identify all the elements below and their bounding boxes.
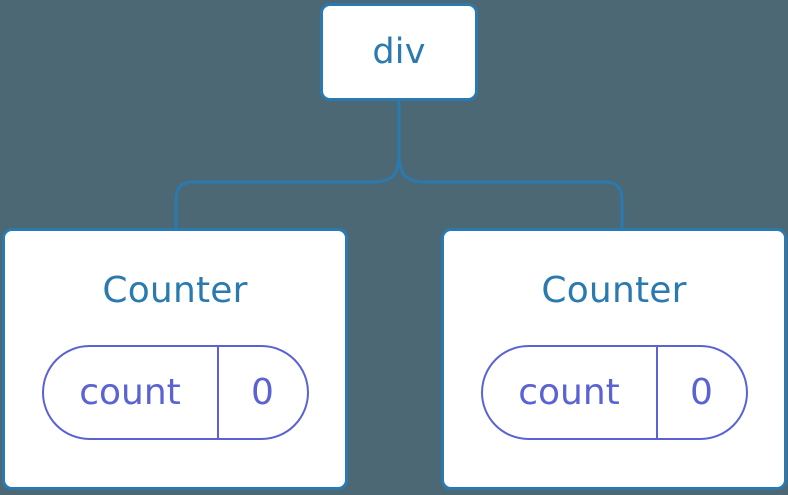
edge-root-to-counter-left: [174, 150, 401, 230]
node-div-label: div: [372, 31, 426, 72]
state-divider-right: [655, 347, 658, 438]
node-div[interactable]: div: [320, 3, 478, 101]
state-value-right: 0: [690, 371, 713, 413]
edge-root-to-counter-right: [397, 150, 624, 230]
node-counter-right-label: Counter: [541, 270, 687, 311]
state-key-right: count: [518, 371, 620, 413]
node-counter-left[interactable]: Counter count 0: [2, 228, 348, 490]
node-counter-left-label: Counter: [102, 270, 248, 311]
state-pill-right: count 0: [480, 345, 748, 440]
state-key-left: count: [79, 371, 181, 413]
node-counter-right[interactable]: Counter count 0: [441, 228, 787, 490]
state-divider-left: [216, 347, 219, 438]
state-value-left: 0: [251, 371, 274, 413]
state-pill-left: count 0: [41, 345, 309, 440]
